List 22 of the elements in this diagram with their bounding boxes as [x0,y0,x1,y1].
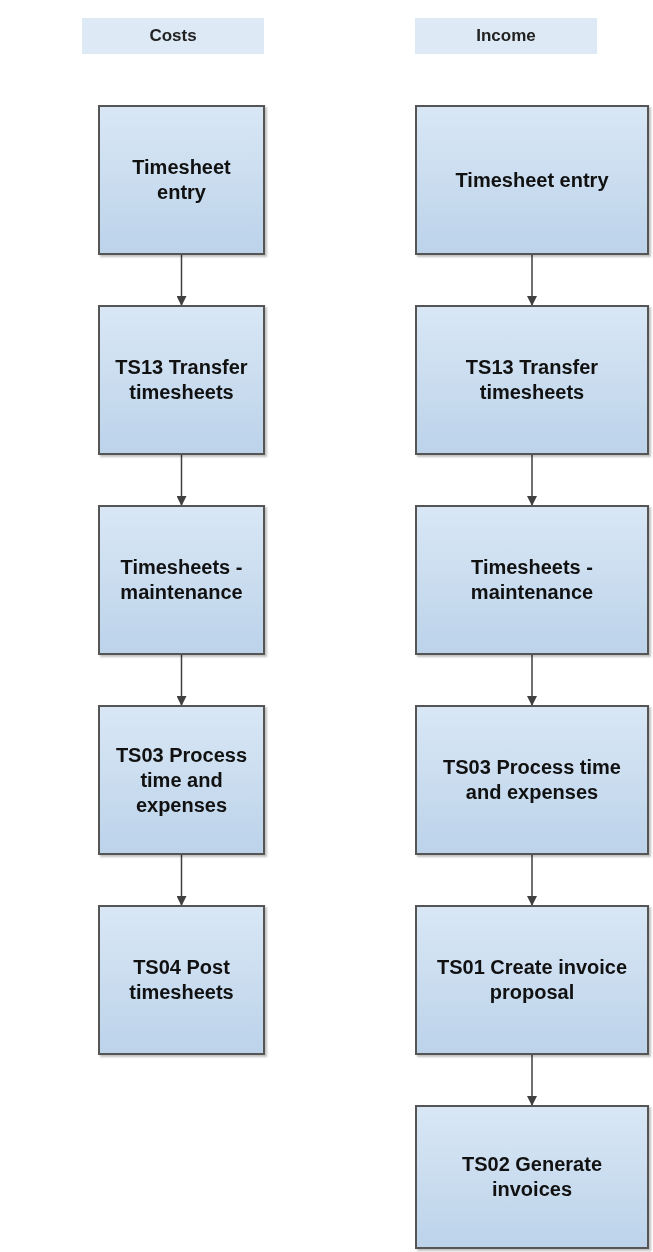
process-box: TS03 Process time and expenses [415,705,649,855]
arrow [176,654,187,706]
arrow [176,254,187,306]
process-box: TS13 Transfer timesheets [415,305,649,455]
arrow [527,1054,537,1106]
arrow [527,654,537,706]
process-box: TS04 Post timesheets [98,905,265,1055]
arrow [176,854,187,906]
process-box: Timesheets - maintenance [98,505,265,655]
column-header: Income [415,18,597,54]
process-box: TS13 Transfer timesheets [98,305,265,455]
arrow [176,454,187,506]
arrow [527,254,537,306]
process-box: TS03 Process time and expenses [98,705,265,855]
process-box: Timesheet entry [415,105,649,255]
arrow [527,454,537,506]
arrow [527,854,537,906]
process-box: TS02 Generate invoices [415,1105,649,1249]
process-box: TS01 Create invoice proposal [415,905,649,1055]
process-box: Timesheets - maintenance [415,505,649,655]
process-box: Timesheet entry [98,105,265,255]
column-header: Costs [82,18,264,54]
